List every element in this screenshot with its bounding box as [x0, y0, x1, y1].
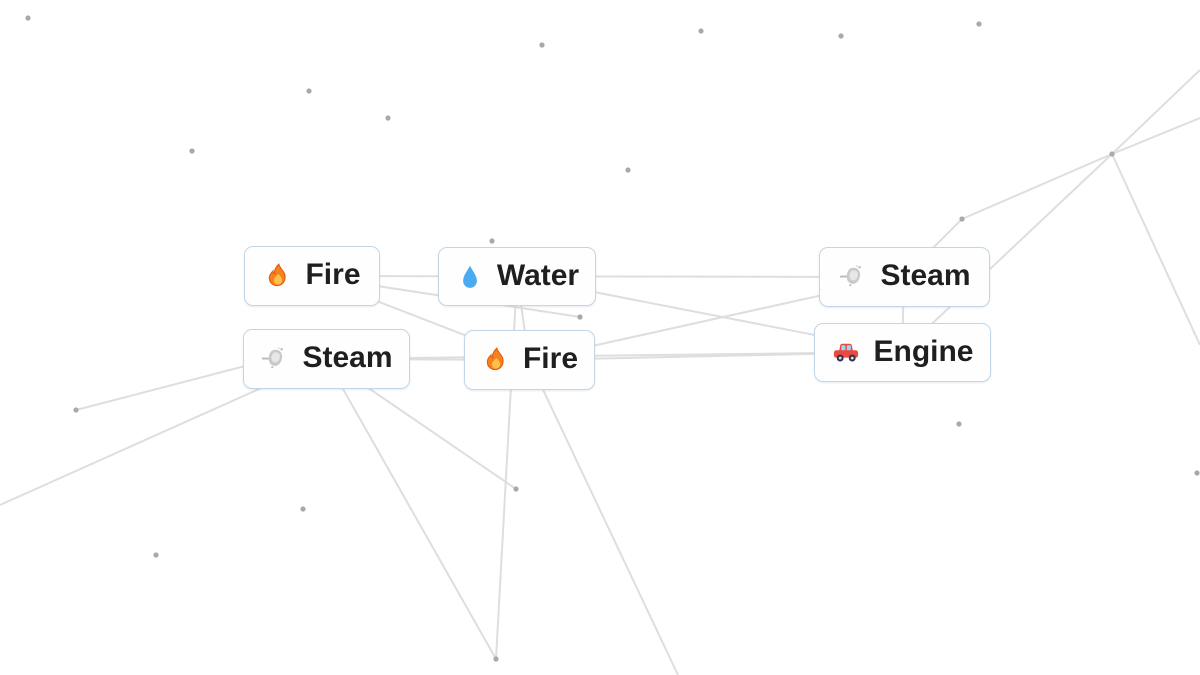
lineage-dot [976, 21, 982, 27]
card-fire-2[interactable]: Fire [464, 330, 595, 390]
lineage-dot [189, 148, 195, 154]
lineage-dot [153, 552, 159, 558]
lineage-line [1111, 69, 1200, 155]
card-fire-1[interactable]: Fire [244, 246, 380, 306]
card-label: Fire [522, 342, 579, 375]
card-label: Steam [302, 341, 393, 374]
flame-icon [481, 345, 511, 375]
card-label: Steam [880, 259, 971, 292]
lineage-dot [513, 486, 519, 492]
steam-icon [838, 262, 868, 292]
card-steam-1[interactable]: Steam [243, 329, 410, 389]
card-label: Water [496, 258, 580, 292]
lineage-line [528, 359, 679, 675]
lineage-dot [698, 28, 704, 34]
lineage-dot [73, 407, 79, 413]
lineage-dot [493, 656, 499, 662]
lineage-dot [838, 33, 844, 39]
lineage-line [901, 153, 1113, 353]
lineage-dot [300, 506, 306, 512]
lineage-dot [306, 88, 312, 94]
lineage-dot [25, 15, 31, 21]
lineage-dot [959, 216, 965, 222]
lineage-dot [1194, 470, 1200, 476]
card-water-1[interactable]: Water [438, 247, 596, 306]
lineage-line [961, 153, 1113, 220]
card-engine-1[interactable]: Engine [814, 323, 991, 382]
lineage-dot [385, 115, 391, 121]
lineage-dot [539, 42, 545, 48]
lineage-line [1111, 117, 1200, 155]
lineage-dot [956, 421, 962, 427]
lineage-line [325, 358, 497, 660]
flame-icon [263, 261, 293, 291]
card-steam-2[interactable]: Steam [819, 247, 990, 307]
lineage-line [311, 275, 905, 278]
lineage-dot [489, 238, 495, 244]
card-label: Fire [305, 258, 361, 291]
lineage-dot [577, 314, 583, 320]
steam-icon [260, 344, 290, 374]
lineage-dot [625, 167, 631, 173]
lineage-dot [1109, 151, 1115, 157]
droplet-icon [455, 262, 485, 292]
card-label: Engine [873, 334, 974, 368]
car-icon [831, 338, 861, 368]
lineage-line [1111, 153, 1200, 346]
